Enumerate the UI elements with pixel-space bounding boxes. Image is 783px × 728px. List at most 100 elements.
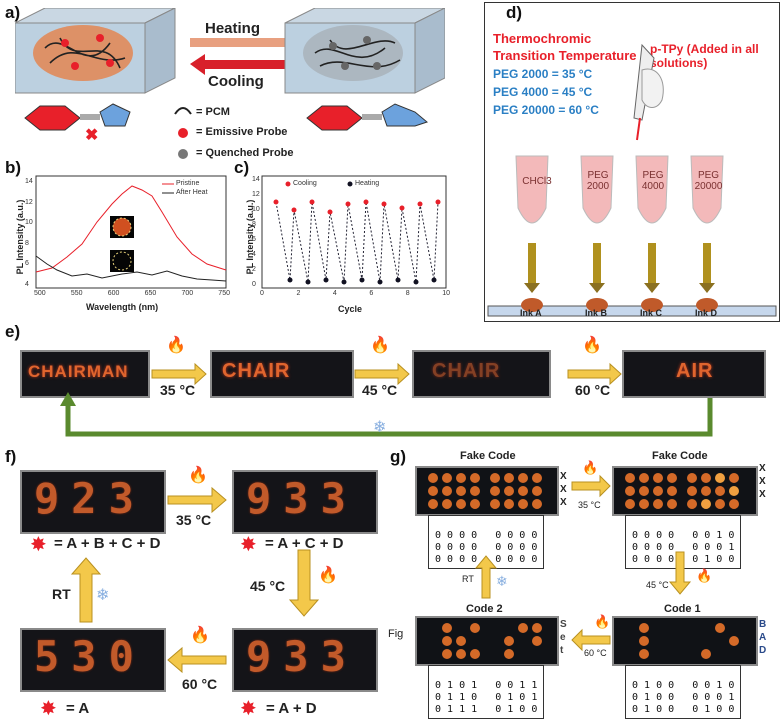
- thermo-title-2: Transition Temperature: [493, 48, 637, 63]
- svg-text:✖: ✖: [85, 127, 98, 144]
- ink-label-d: Ink D: [695, 308, 718, 318]
- xtick: 2: [296, 290, 301, 297]
- photo-e-2: CHAIR: [210, 350, 354, 398]
- legend-quenched: = Quenched Probe: [196, 147, 294, 159]
- panel-c-label: c): [234, 158, 250, 177]
- pipette-icon: [633, 43, 664, 141]
- svg-text:🔥: 🔥: [594, 614, 610, 629]
- g-temp-60: 60 °C: [584, 648, 607, 658]
- ytick: 6: [25, 260, 29, 268]
- f-temp-35: 35 °C: [176, 512, 212, 528]
- formula-2: = A + C + D: [265, 535, 344, 552]
- photo-e-3: CHAIR: [412, 350, 551, 398]
- panel-d-frame: [484, 2, 780, 322]
- e-temp-60: 60 °C: [575, 382, 611, 398]
- letter: X: [759, 489, 766, 500]
- ytick: 6: [252, 236, 256, 243]
- panel-g-label: g): [390, 447, 407, 466]
- grid-row: 0 0 0 0 0 0 0 0: [435, 530, 538, 541]
- ytick: 8: [25, 239, 29, 247]
- tube-label-b: PEG 2000: [586, 170, 610, 192]
- xtick: 650: [144, 290, 157, 297]
- xtick: 750: [218, 290, 230, 297]
- word-2: CHAIR: [222, 360, 291, 382]
- letter: A: [759, 632, 767, 643]
- xtick: 700: [181, 290, 194, 297]
- xtick: 4: [332, 290, 337, 297]
- ytick: 2: [252, 266, 256, 273]
- tube-b: [580, 155, 614, 224]
- f-rt: RT: [52, 586, 71, 602]
- plate-dots: [428, 473, 739, 659]
- dots-fake1: [428, 473, 542, 509]
- probe-molecule-left: ✖: [24, 103, 131, 144]
- letter: B: [759, 619, 767, 630]
- grid-row: 0 1 1 1 0 1 0 0: [435, 704, 538, 715]
- thermo-title-1: Thermochromic: [493, 31, 592, 46]
- photo-f-4: 933: [232, 628, 378, 692]
- probe-molecule-right: [306, 103, 429, 131]
- word-4: AIR: [676, 360, 714, 382]
- ytick: 4: [25, 280, 29, 288]
- pristine-line: [35, 185, 227, 273]
- letter: t: [560, 645, 564, 656]
- svg-text:❄: ❄: [373, 419, 386, 436]
- panel-b-chart: [35, 175, 227, 289]
- grid-row: 0 0 0 0 0 0 0 0: [435, 542, 538, 553]
- grid-row: 0 0 0 0 0 0 1 0: [632, 530, 735, 541]
- dots-code1: [639, 623, 739, 659]
- svg-text:🔥: 🔥: [370, 335, 390, 354]
- burst-icon: ✸: [240, 698, 257, 720]
- legend-heating: Heating: [355, 180, 380, 187]
- letter: X: [560, 484, 567, 495]
- e-temp-45: 45 °C: [362, 382, 398, 398]
- svg-text:🔥: 🔥: [582, 335, 602, 354]
- word-3: CHAIR: [432, 360, 501, 382]
- cooling-label: Cooling: [208, 73, 264, 90]
- formula-3: = A: [66, 700, 90, 717]
- svg-text:🔥: 🔥: [696, 568, 712, 583]
- ytick: 4: [252, 251, 256, 258]
- letter: X: [560, 471, 567, 482]
- svg-text:❄: ❄: [496, 573, 508, 589]
- photo-f-3: 530: [20, 628, 166, 692]
- g-temp-45: 45 °C: [646, 580, 669, 590]
- legend-emissive: = Emissive Probe: [196, 126, 288, 138]
- grid-row: 0 0 0 0 0 0 0 0: [435, 554, 538, 565]
- panel-c-xticks: 0 2 4 6 8 10: [260, 290, 450, 297]
- pcm-box-quenched: [284, 8, 445, 94]
- probe-note: p-TPy (Added in all solutions): [650, 42, 759, 70]
- xtick: 8: [405, 290, 410, 297]
- grid-row: 0 1 0 0 0 1 0 0: [632, 704, 735, 715]
- xtick: 600: [107, 290, 120, 297]
- burst-icon: ✸: [30, 534, 47, 556]
- ytick: 14: [252, 176, 260, 183]
- formula-1: = A + B + C + D: [54, 535, 161, 552]
- svg-text:🔥: 🔥: [582, 460, 598, 475]
- svg-text:🔥: 🔥: [166, 335, 186, 354]
- svg-text:🔥: 🔥: [188, 465, 208, 484]
- burst-icon: ✸: [40, 698, 57, 720]
- peg-4000-line: PEG 4000 = 45 °C: [493, 85, 593, 99]
- photo-e-4: AIR: [622, 350, 766, 398]
- panel-c-xlabel: Cycle: [338, 304, 363, 314]
- after-heat-line: [35, 255, 227, 282]
- panel-c-chart: [261, 175, 447, 289]
- dots-fake2: [625, 473, 739, 509]
- legend-pristine: Pristine: [176, 180, 200, 187]
- xtick: 10: [442, 290, 450, 297]
- grid-row: 0 1 0 0 0 0 0 1: [632, 692, 735, 703]
- tube-label-a: CHCl3: [522, 176, 552, 187]
- legend-cooling: Cooling: [293, 180, 317, 187]
- pcm-box-emissive: [15, 8, 176, 94]
- legend-pcm: = PCM: [196, 106, 230, 118]
- panel-c-yticks: 0 2 4 6 8 10 12 14: [252, 176, 260, 288]
- panel-b-xlabel: Wavelength (nm): [86, 302, 159, 312]
- peg-2000-line: PEG 2000 = 35 °C: [493, 67, 593, 81]
